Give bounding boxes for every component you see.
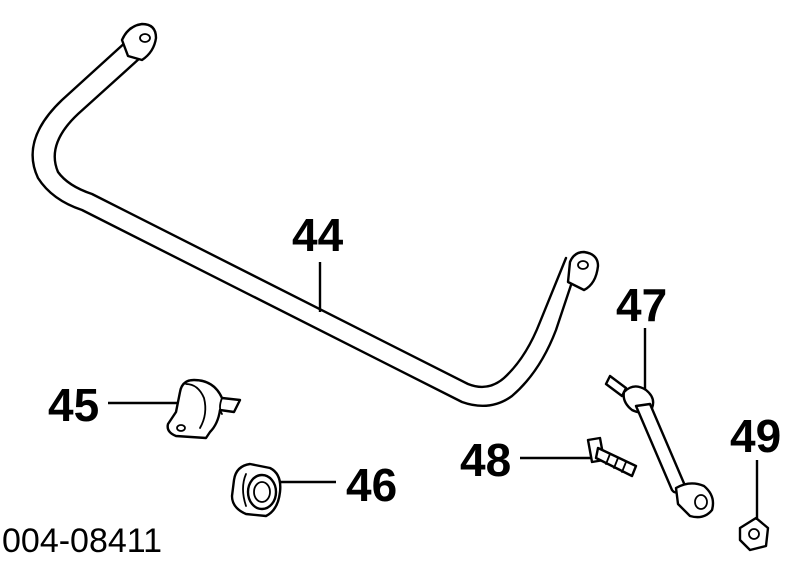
callout-49: 49 (730, 410, 782, 462)
callout-44: 44 (292, 209, 344, 261)
stabilizer-bar-right-end (566, 250, 600, 292)
reference-code: 004-08411 (2, 522, 163, 560)
bolt-48 (586, 436, 638, 478)
bar-clamp-45 (166, 378, 242, 440)
bar-bushing-46 (230, 462, 282, 518)
stabilizer-link-47 (604, 374, 715, 519)
stabilizer-bar-44 (31, 22, 600, 408)
callout-46: 46 (346, 459, 398, 511)
callout-47: 47 (616, 279, 668, 331)
callout-48: 48 (460, 434, 512, 486)
nut-49 (738, 516, 770, 552)
callout-45: 45 (48, 379, 100, 431)
stabilizer-bar-left-end (120, 22, 158, 62)
